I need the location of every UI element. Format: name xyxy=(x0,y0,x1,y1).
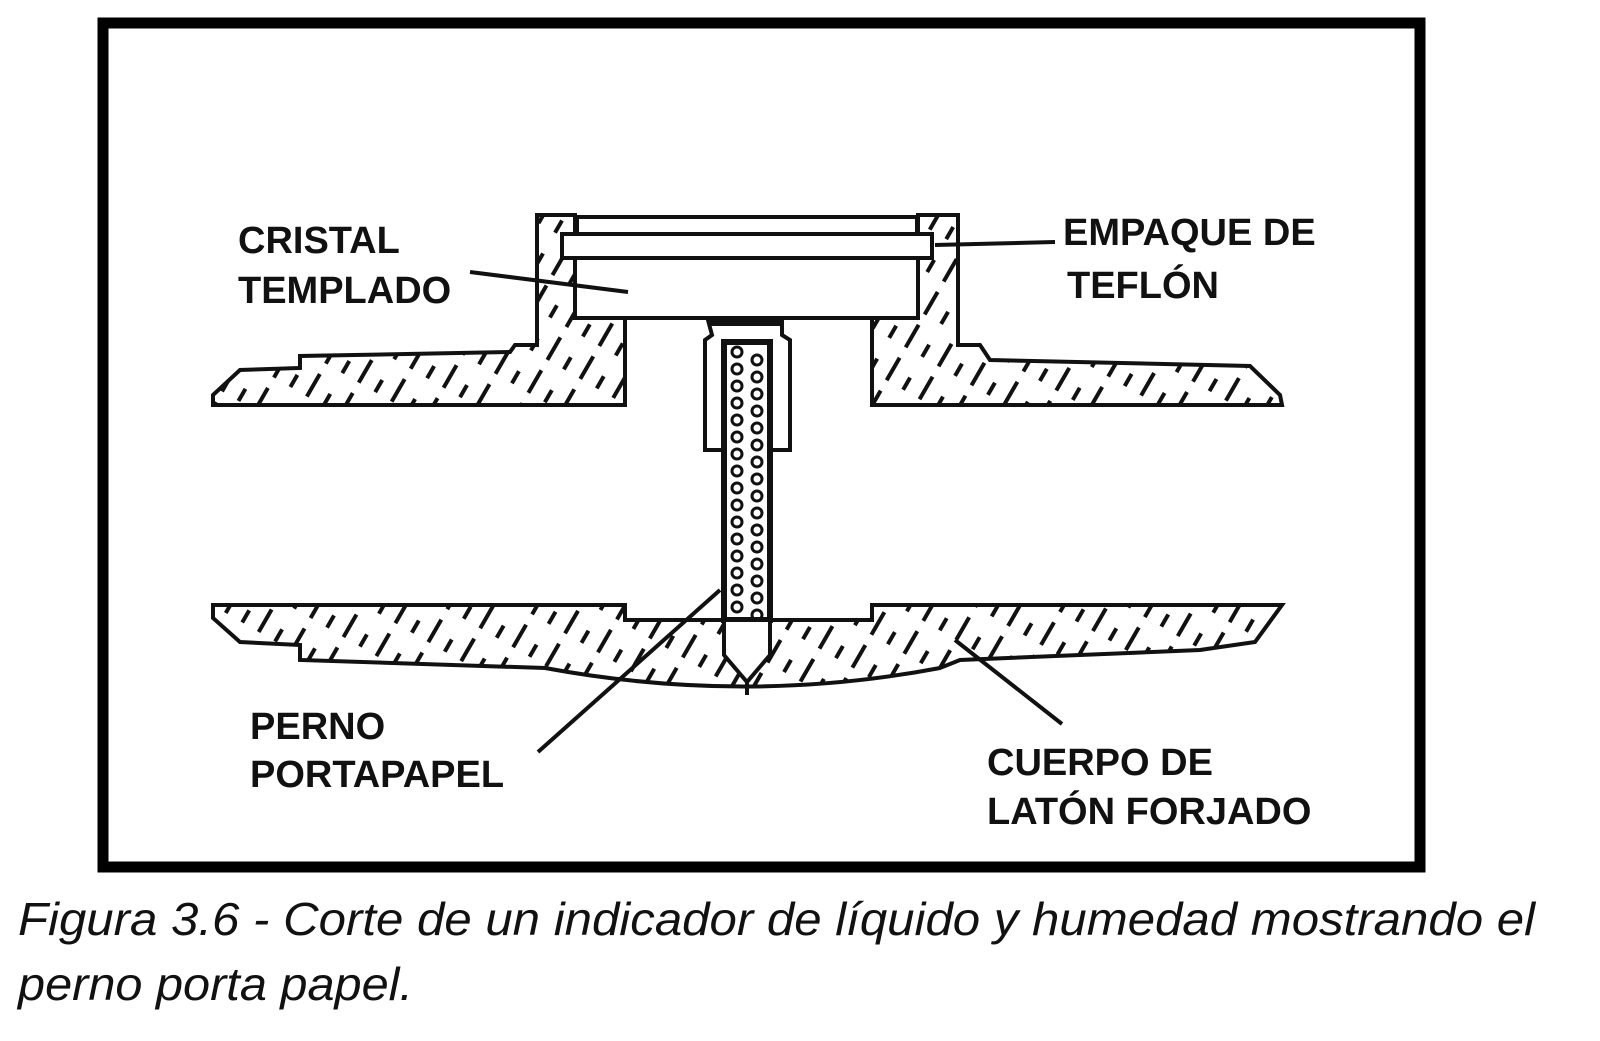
label-cristal-2: TEMPLADO xyxy=(238,270,451,312)
label-cuerpo-1: CUERPO DE xyxy=(987,742,1213,784)
label-perno-1: PERNO xyxy=(250,706,385,748)
spring-coil xyxy=(750,523,764,537)
spring-coil xyxy=(750,387,764,401)
spring-coil xyxy=(730,413,744,427)
spring-coil xyxy=(730,498,744,512)
pin-cap xyxy=(708,318,782,326)
spring-coil xyxy=(730,345,744,359)
spring-coil xyxy=(730,549,744,563)
spring-coils xyxy=(730,345,764,622)
spring-coil xyxy=(730,379,744,393)
label-cuerpo-2: LATÓN FORJADO xyxy=(987,789,1311,833)
spring-coil xyxy=(730,532,744,546)
spring-coil xyxy=(750,353,764,367)
leader-cuerpo xyxy=(953,638,1064,726)
spring-coil xyxy=(730,430,744,444)
housing-top xyxy=(575,215,919,236)
spring-coil xyxy=(750,472,764,486)
pin-tip xyxy=(722,618,772,686)
spring-coil xyxy=(750,506,764,520)
figure-caption-line-1: Figura 3.6 - Corte de un indicador de lí… xyxy=(18,893,1537,945)
spring-coil xyxy=(750,404,764,418)
label-empaque-1: EMPAQUE DE xyxy=(1063,212,1316,254)
spring-coil xyxy=(730,464,744,478)
spring-coil xyxy=(730,566,744,580)
spring-coil xyxy=(730,481,744,495)
spring-coil xyxy=(750,557,764,571)
spring-coil xyxy=(750,421,764,435)
spring-coil xyxy=(730,515,744,529)
leader-perno xyxy=(536,588,722,754)
spring-coil xyxy=(730,447,744,461)
leader-empaque xyxy=(934,240,1056,247)
spring-coil xyxy=(730,362,744,376)
figure-frame xyxy=(97,17,1426,873)
spring-coil xyxy=(730,583,744,597)
label-empaque-2: TEFLÓN xyxy=(1067,263,1219,307)
spring-coil xyxy=(750,540,764,554)
indicator-cross-section xyxy=(211,213,1286,695)
label-perno-2: PORTAPAPEL xyxy=(250,754,504,796)
teflon-gasket xyxy=(560,232,934,260)
spring-coil xyxy=(730,600,744,614)
spring-coil xyxy=(750,455,764,469)
spring-coil xyxy=(750,370,764,384)
spring-coil xyxy=(750,574,764,588)
spring-coil xyxy=(750,489,764,503)
figure-caption-line-2: perno porta papel. xyxy=(16,958,413,1010)
leader-cristal xyxy=(469,270,629,294)
label-cristal-1: CRISTAL xyxy=(238,220,400,262)
spring-coil xyxy=(730,396,744,410)
spring-coil xyxy=(750,591,764,605)
tempered-glass xyxy=(573,256,920,320)
spring-coil xyxy=(750,438,764,452)
